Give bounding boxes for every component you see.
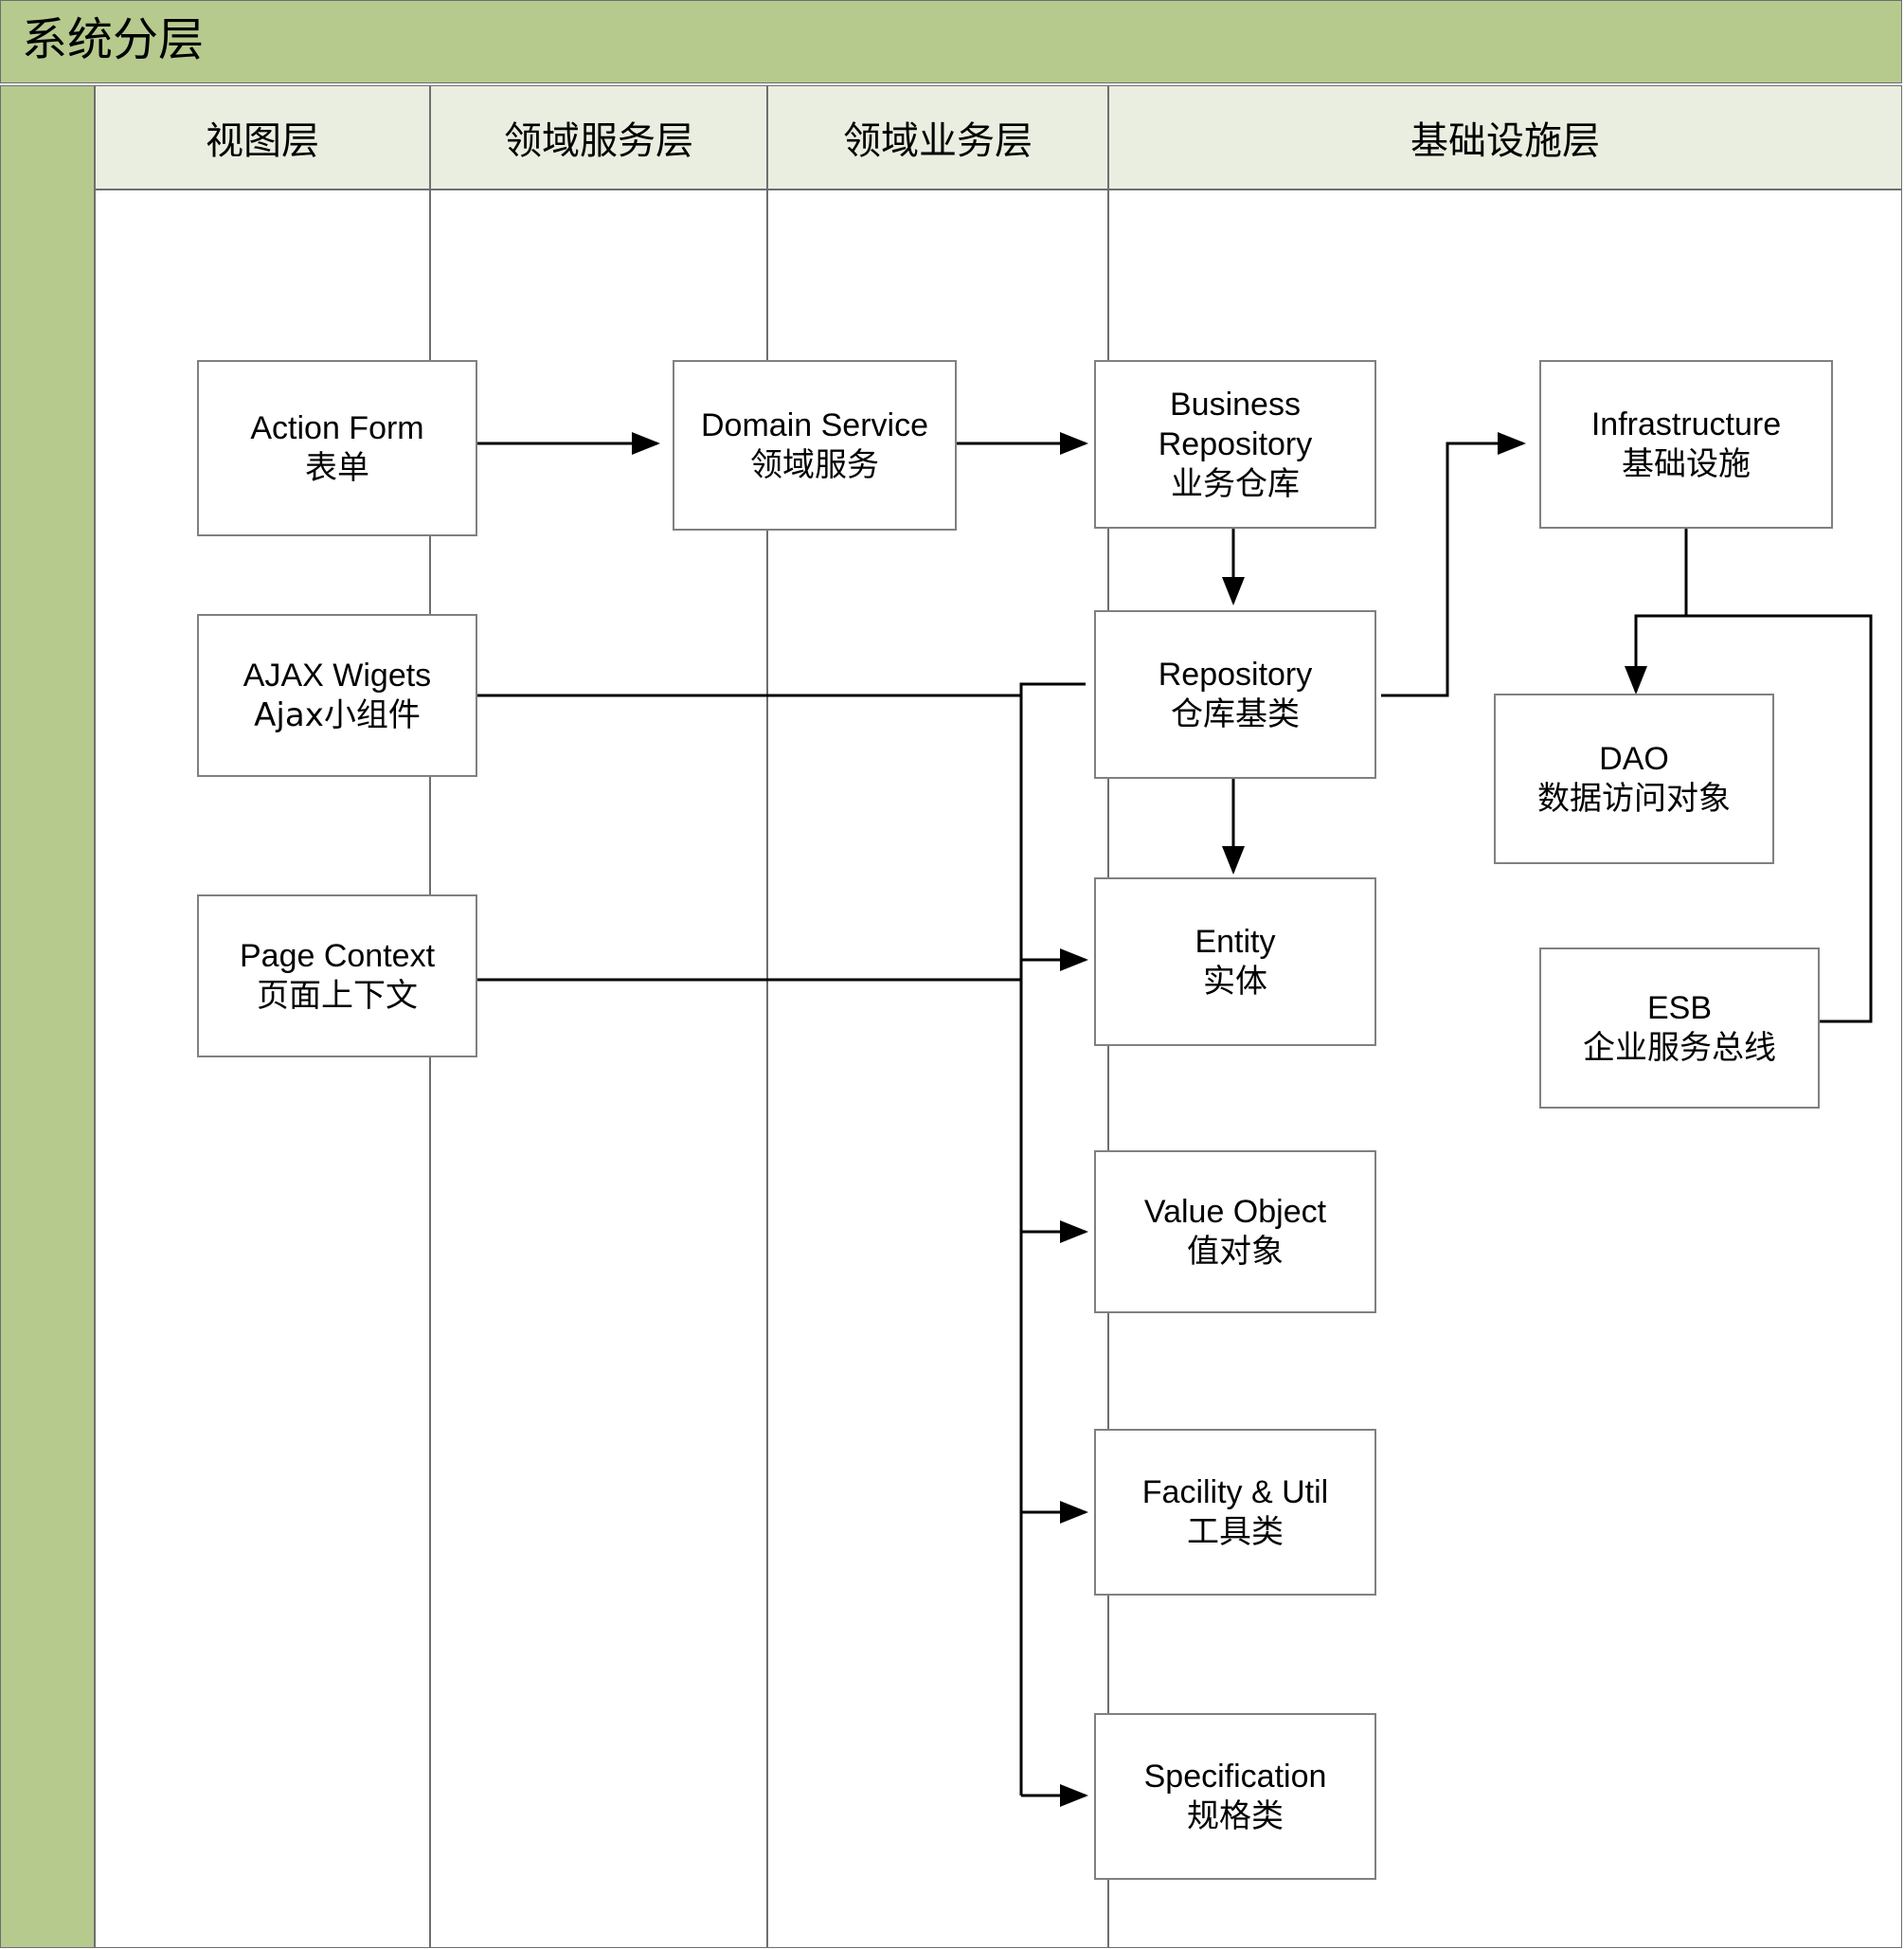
node-label-zh: 页面上下文 xyxy=(257,977,418,1015)
node-dao[interactable]: DAO 数据访问对象 xyxy=(1494,694,1774,864)
node-label-en: Entity xyxy=(1194,924,1276,960)
node-domain-service[interactable]: Domain Service 领域服务 xyxy=(673,360,957,531)
column-header-view: 视图层 xyxy=(95,85,430,189)
node-label-zh: Ajax小组件 xyxy=(254,696,421,734)
node-label-en: Repository xyxy=(1158,657,1313,693)
node-label-zh: 业务仓库 xyxy=(1171,465,1300,503)
node-label-zh: 规格类 xyxy=(1187,1797,1284,1835)
node-repository[interactable]: Repository 仓库基类 xyxy=(1094,610,1376,779)
node-label-en: Value Object xyxy=(1143,1194,1327,1230)
node-label-en: Action Form xyxy=(250,410,424,446)
node-page-context[interactable]: Page Context 页面上下文 xyxy=(197,894,477,1057)
page-title: 系统分层 xyxy=(22,13,205,66)
node-label-en: Infrastructure xyxy=(1590,406,1782,442)
node-label-zh: 数据访问对象 xyxy=(1537,780,1731,818)
node-action-form[interactable]: Action Form 表单 xyxy=(197,360,477,536)
column-header-domain-business: 领域业务层 xyxy=(767,85,1108,189)
node-specification[interactable]: Specification 规格类 xyxy=(1094,1713,1376,1880)
column-header-label: 视图层 xyxy=(206,119,319,163)
node-label-zh: 企业服务总线 xyxy=(1583,1029,1776,1067)
node-value-object[interactable]: Value Object 值对象 xyxy=(1094,1150,1376,1313)
node-label-en: Page Context xyxy=(239,938,436,974)
node-label-en: ESB xyxy=(1646,990,1713,1026)
node-label-zh: 实体 xyxy=(1203,963,1267,1001)
column-header-infrastructure: 基础设施层 xyxy=(1108,85,1902,189)
node-label-en: AJAX Wigets xyxy=(242,658,432,694)
node-ajax-wigets[interactable]: AJAX Wigets Ajax小组件 xyxy=(197,614,477,777)
node-facility-util[interactable]: Facility & Util 工具类 xyxy=(1094,1429,1376,1596)
node-business-repository[interactable]: Business Repository 业务仓库 xyxy=(1094,360,1376,529)
node-label-en: DAO xyxy=(1599,741,1669,777)
left-spine-band xyxy=(0,85,95,1948)
node-label-en: Specification xyxy=(1143,1759,1327,1795)
title-banner: 系统分层 xyxy=(0,0,1902,83)
node-infrastructure[interactable]: Infrastructure 基础设施 xyxy=(1539,360,1833,529)
node-label-zh: 基础设施 xyxy=(1622,445,1751,483)
column-header-label: 基础设施层 xyxy=(1410,119,1600,163)
node-label-zh: 领域服务 xyxy=(750,446,879,484)
column-header-domain-service: 领域服务层 xyxy=(430,85,767,189)
column-header-label: 领域业务层 xyxy=(843,119,1033,163)
node-label-en: Business Repository xyxy=(1158,387,1313,462)
node-label-zh: 工具类 xyxy=(1187,1513,1284,1551)
node-label-en: Facility & Util xyxy=(1141,1474,1329,1510)
node-esb[interactable]: ESB 企业服务总线 xyxy=(1539,947,1820,1109)
node-label-en: Domain Service xyxy=(701,407,928,443)
node-label-zh: 值对象 xyxy=(1187,1233,1284,1271)
node-label-zh: 表单 xyxy=(305,449,369,487)
column-header-label: 领域服务层 xyxy=(504,119,693,163)
node-label-zh: 仓库基类 xyxy=(1171,695,1300,733)
node-entity[interactable]: Entity 实体 xyxy=(1094,877,1376,1046)
